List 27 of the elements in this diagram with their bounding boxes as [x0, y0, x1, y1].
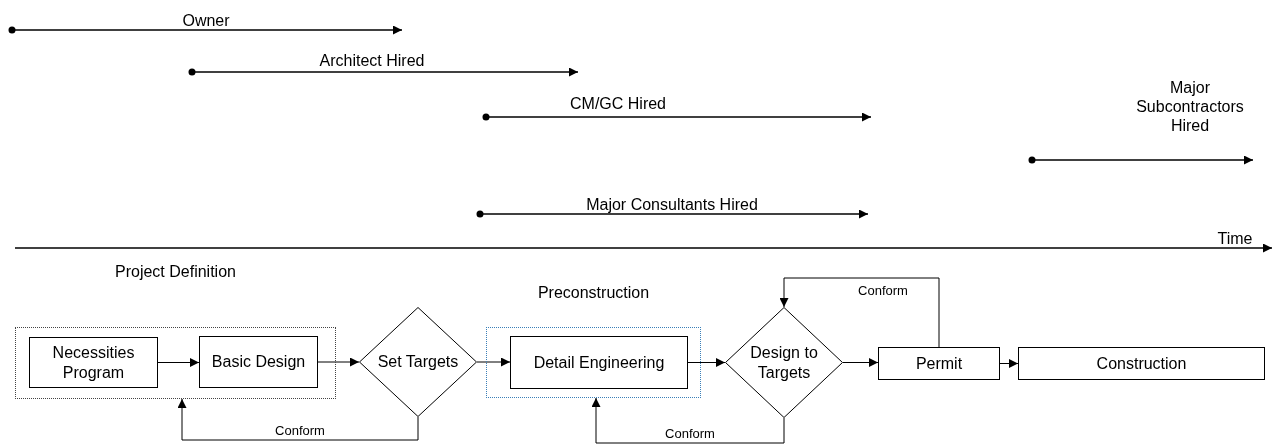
timeline-label: Time — [1217, 229, 1253, 249]
process-box: Permit — [878, 347, 1000, 380]
group-title: Preconstruction — [536, 283, 651, 303]
edge-label: Conform — [856, 283, 910, 298]
arrow — [842, 358, 879, 367]
arrow — [157, 358, 200, 367]
arrow — [591, 397, 785, 444]
arrow — [779, 277, 940, 348]
arrow — [687, 358, 726, 367]
process-box: Construction — [1018, 347, 1265, 380]
arrow — [177, 398, 419, 441]
timeline-label: Owner — [182, 11, 230, 31]
edge-label: Conform — [663, 426, 717, 441]
decision-label: Design to Targets — [749, 342, 819, 383]
arrow — [476, 357, 511, 367]
timeline-label: CM/GC Hired — [570, 94, 666, 114]
process-box: Basic Design — [199, 336, 318, 388]
decision-label: Set Targets — [377, 352, 459, 372]
timeline-label: Architect Hired — [319, 51, 425, 71]
arrow — [999, 359, 1019, 368]
timeline-label: Major Subcontractors Hired — [1135, 78, 1245, 136]
arrow — [317, 357, 360, 367]
group-title: Project Definition — [114, 262, 237, 282]
process-box: Necessities Program — [29, 337, 158, 388]
process-box: Detail Engineering — [510, 336, 688, 389]
timeline-label: Major Consultants Hired — [586, 195, 758, 215]
edge-label: Conform — [273, 423, 327, 438]
